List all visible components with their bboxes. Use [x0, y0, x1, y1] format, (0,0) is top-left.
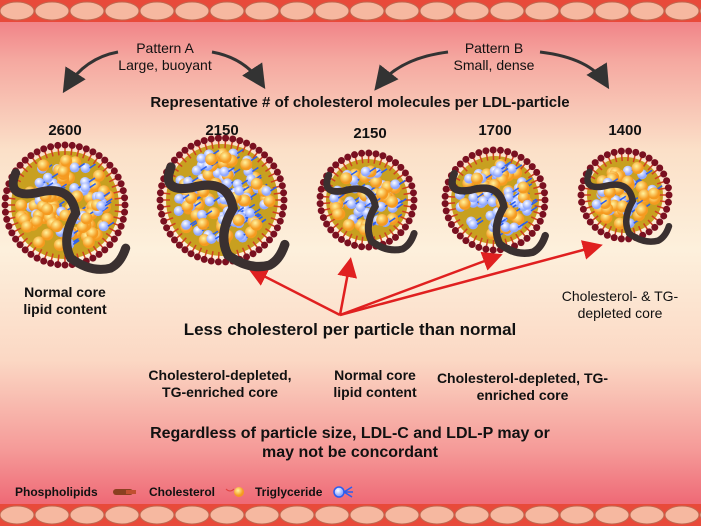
ldl-particle-5	[577, 147, 673, 245]
ldl-particle-3	[316, 149, 418, 254]
legend-icons	[113, 486, 353, 498]
top-cell-border	[0, 0, 701, 22]
legend-phospholipids: Phospholipids	[15, 485, 98, 499]
label-normal-core-left: Normal core lipid content	[23, 284, 107, 317]
heading: Representative # of cholesterol molecule…	[150, 94, 570, 111]
pattern-arrows	[62, 50, 610, 94]
pattern-a-title: Pattern A	[136, 40, 194, 56]
label-tg-enriched-1: Cholesterol-depleted, TG-enriched core	[148, 367, 292, 400]
ldl-particle-2	[156, 134, 290, 272]
label-conclusion: Regardless of particle size, LDL-C and L…	[150, 425, 550, 462]
count-4: 1700	[478, 122, 512, 139]
label-less-cholesterol: Less cholesterol per particle than norma…	[183, 320, 517, 339]
triglyceride-icon	[333, 486, 353, 498]
count-2: 2150	[205, 122, 239, 139]
legend-triglyceride: Triglyceride	[255, 485, 323, 499]
ldl-particle-1	[1, 141, 131, 274]
pattern-a-subtitle: Large, buoyant	[118, 56, 212, 73]
count-1: 2600	[48, 122, 82, 139]
label-normal-core-mid: Normal core lipid content	[333, 367, 417, 400]
phospholipid-icon	[113, 489, 136, 495]
red-arrows	[247, 240, 603, 317]
legend-cholesterol: Cholesterol	[149, 485, 216, 499]
pattern-b-subtitle: Small, dense	[453, 56, 535, 73]
bottom-cell-border	[0, 504, 701, 526]
count-5: 1400	[608, 122, 642, 139]
ldl-particle-4	[441, 146, 549, 257]
pattern-b-title: Pattern B	[464, 40, 524, 56]
label-tg-enriched-2: Cholesterol-depleted, TG-enriched core	[436, 370, 609, 403]
count-3: 2150	[353, 125, 387, 142]
cholesterol-icon	[225, 487, 244, 497]
label-depleted-core: Cholesterol- & TG-depleted core	[561, 288, 679, 321]
